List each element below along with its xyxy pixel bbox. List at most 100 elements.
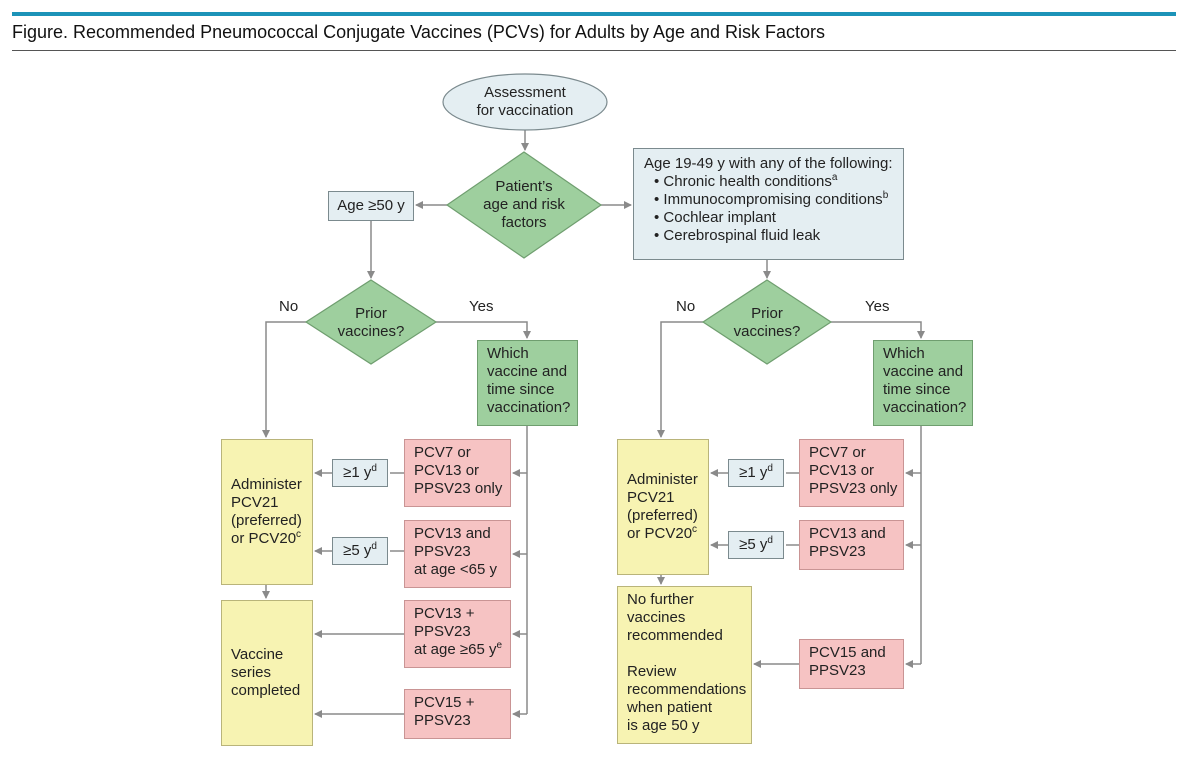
r-red2-line-2: PPSV23 <box>809 543 866 560</box>
age-19-49-box: Age 19-49 y with any of the following: •… <box>633 148 904 260</box>
prior-vaccine-right-1: PCV7 or PCV13 or PPSV23 only <box>799 439 904 507</box>
left-no-label: No <box>279 298 299 315</box>
no-further-vaccines: No further vaccines recommended Review r… <box>617 586 752 744</box>
title-rule <box>12 50 1176 51</box>
left-yes-label: Yes <box>469 298 494 315</box>
connector-left-yes <box>436 321 531 339</box>
admin-right-line-1: Administer <box>627 471 698 488</box>
right-yes-label: Yes <box>865 298 890 315</box>
connector-right-no <box>657 321 703 438</box>
prior-vaccine-left-3: PCV13 + PPSV23 at age ≥65 ye <box>404 600 511 668</box>
no-further-line-3: recommended <box>627 627 723 644</box>
accent-bar <box>12 12 1176 16</box>
decision-diamond-prior-left <box>304 279 438 365</box>
footnote-marker: b <box>882 190 889 201</box>
start-line-1: Assessment <box>484 84 566 101</box>
condition-text: Cerebrospinal fluid leak <box>663 227 821 244</box>
r-red3-line-2: PPSV23 <box>809 662 866 679</box>
l-red2-line-3: at age <65 y <box>414 561 497 578</box>
decision-main-line-1: Patient’s <box>495 178 553 195</box>
prior-vaccine-left-2: PCV13 and PPSV23 at age <65 y <box>404 520 511 588</box>
l-red3-line-2: PPSV23 <box>414 623 471 640</box>
condition-item: • Cochlear implant <box>654 209 776 226</box>
footnote-marker: c <box>692 524 698 535</box>
r-red3-line-1: PCV15 and <box>809 644 886 661</box>
l-red4-line-2: PPSV23 <box>414 712 471 729</box>
decision-diamond-prior-right <box>701 279 833 365</box>
admin-left-line-1: Administer <box>231 476 302 493</box>
footnote-marker: c <box>296 529 302 540</box>
footnote-marker: d <box>767 535 773 546</box>
prior-left-line-2: vaccines? <box>337 323 405 340</box>
interval-label: ≥5 yd <box>739 536 773 554</box>
prior-right-line-2: vaccines? <box>733 323 801 340</box>
prior-left-line-1: Prior <box>355 305 387 322</box>
condition-text: Cochlear implant <box>663 209 776 226</box>
l-red3-line-3: at age ≥65 ye <box>414 641 502 659</box>
r-red2-line-1: PCV13 and <box>809 525 886 542</box>
admin-right-line-2: PCV21 <box>627 489 675 506</box>
l-red3-last: at age ≥65 y <box>414 641 497 658</box>
prior-vaccine-left-1: PCV7 or PCV13 or PPSV23 only <box>404 439 511 507</box>
l-red3-line-1: PCV13 + <box>414 605 475 622</box>
l-red1-line-2: PCV13 or <box>414 462 480 479</box>
prior-left-text: Prior vaccines? <box>326 304 416 342</box>
which-left-line-2: vaccine and <box>487 363 568 380</box>
connector-right-yes <box>831 321 925 339</box>
which-left-line-1: Which <box>487 345 529 362</box>
interval-label: ≥1 yd <box>343 464 377 482</box>
interval-right-5y: ≥5 yd <box>728 531 784 559</box>
l-red4-line-1: PCV15 + <box>414 694 475 711</box>
interval-text: ≥1 y <box>739 464 768 481</box>
interval-label: ≥5 yd <box>343 542 377 560</box>
age-50-label: Age ≥50 y <box>337 197 405 214</box>
footnote-marker: d <box>371 541 377 552</box>
interval-text: ≥1 y <box>343 464 372 481</box>
l-red1-line-3: PPSV23 only <box>414 480 503 497</box>
prior-vaccine-right-2: PCV13 and PPSV23 <box>799 520 904 570</box>
right-no-label: No <box>676 298 696 315</box>
condition-item: • Chronic health conditionsa <box>654 172 838 191</box>
prior-right-text: Prior vaccines? <box>722 304 812 342</box>
start-line-2: for vaccination <box>476 102 574 119</box>
figure-title: Figure. Recommended Pneumococcal Conjuga… <box>12 22 826 42</box>
prior-vaccine-left-4: PCV15 + PPSV23 <box>404 689 511 739</box>
footnote-marker: d <box>767 463 773 474</box>
footnote-marker: a <box>831 172 838 183</box>
administer-right: Administer PCV21 (preferred) or PCV20c <box>617 439 709 575</box>
interval-label: ≥1 yd <box>739 464 773 482</box>
condition-item: • Immunocompromising conditionsb <box>654 190 889 209</box>
r-red1-line-1: PCV7 or <box>809 444 866 461</box>
interval-left-1y: ≥1 yd <box>332 459 388 487</box>
series-line-3: completed <box>231 682 301 699</box>
which-left-line-3: time since <box>487 381 555 398</box>
start-ellipse <box>442 73 608 131</box>
series-line-2: series <box>231 664 272 681</box>
l-red1-line-1: PCV7 or <box>414 444 471 461</box>
interval-right-1y: ≥1 yd <box>728 459 784 487</box>
review-line-4: is age 50 y <box>627 717 700 734</box>
interval-left-5y: ≥5 yd <box>332 537 388 565</box>
prior-vaccine-right-3: PCV15 and PPSV23 <box>799 639 904 689</box>
which-vaccine-left: Which vaccine and time since vaccination… <box>477 340 578 426</box>
condition-text: Immunocompromising conditions <box>663 191 883 208</box>
review-line-2: recommendations <box>627 681 747 698</box>
which-vaccine-right: Which vaccine and time since vaccination… <box>873 340 973 426</box>
start-node: Assessment for vaccination <box>448 78 602 126</box>
condition-text: Chronic health conditions <box>663 173 832 190</box>
series-line-1: Vaccine <box>231 646 284 663</box>
which-left-line-4: vaccination? <box>487 399 571 416</box>
decision-main-text: Patient’s age and risk factors <box>472 176 576 234</box>
interval-text: ≥5 y <box>739 536 768 553</box>
no-further-line-2: vaccines <box>627 609 686 626</box>
admin-left-last: or PCV20 <box>231 530 297 547</box>
which-right-line-4: vaccination? <box>883 399 967 416</box>
admin-left-line-2: PCV21 <box>231 494 279 511</box>
connector-left-no <box>262 321 306 438</box>
footnote-marker: d <box>371 463 377 474</box>
l-red2-line-1: PCV13 and <box>414 525 491 542</box>
which-right-line-2: vaccine and <box>883 363 964 380</box>
admin-right-line-3: (preferred) <box>627 507 698 524</box>
age-19-49-header: Age 19-49 y with any of the following: <box>644 155 893 172</box>
condition-item: • Cerebrospinal fluid leak <box>654 227 821 244</box>
